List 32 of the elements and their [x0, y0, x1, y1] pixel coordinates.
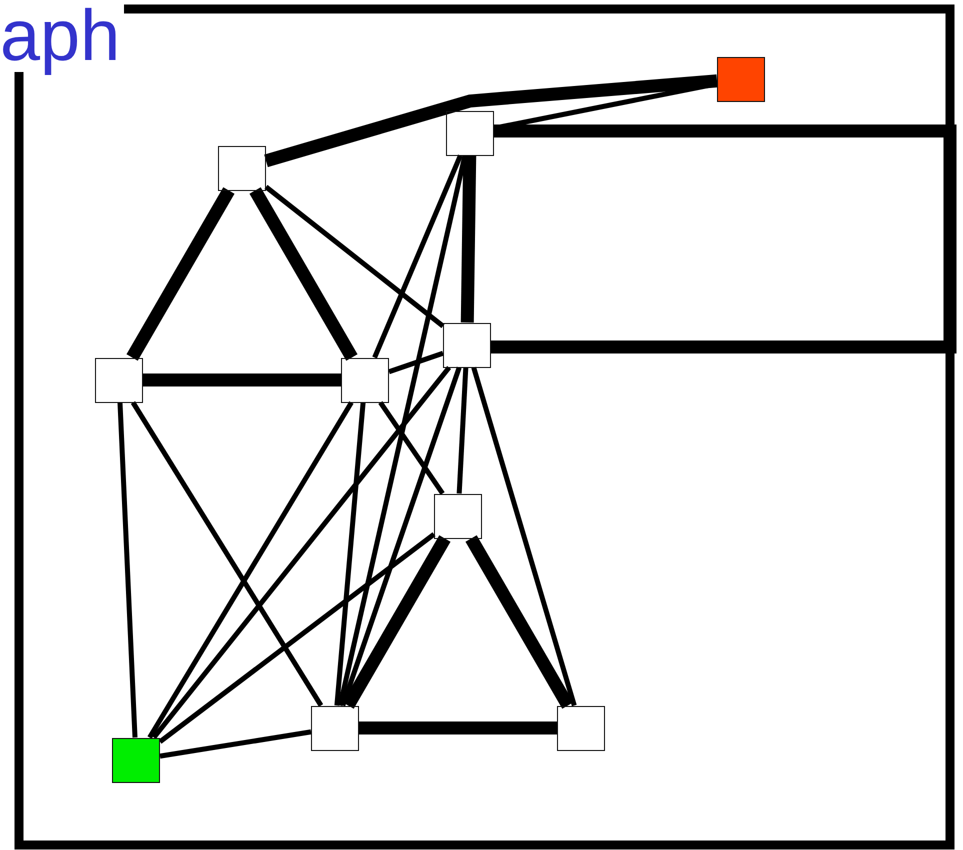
connector-line — [160, 729, 312, 759]
connector-line — [372, 154, 463, 358]
connector-line — [491, 124, 956, 354]
connector-line — [152, 366, 452, 740]
node-box — [341, 358, 389, 402]
connector-line — [378, 401, 445, 495]
connector-line — [471, 366, 577, 706]
connector-line — [158, 532, 436, 744]
connector-line — [264, 74, 718, 168]
connector-line — [130, 401, 324, 707]
node-box — [557, 706, 605, 750]
node-box — [717, 56, 765, 102]
connector-line — [147, 401, 354, 739]
connector-line — [359, 722, 557, 734]
connector-line — [249, 187, 358, 361]
node-box — [218, 146, 266, 190]
connector-line — [465, 535, 574, 709]
connector-line — [456, 367, 468, 494]
connector-line — [118, 402, 138, 738]
connector-line — [264, 184, 445, 328]
connector-line — [340, 366, 462, 706]
connector-line — [388, 350, 444, 374]
connector-line — [143, 374, 341, 386]
node-box — [311, 706, 359, 750]
node-box — [443, 322, 491, 368]
node-box — [446, 110, 494, 156]
connector-line — [460, 155, 476, 323]
connector-line — [126, 187, 235, 361]
node-box — [112, 738, 160, 782]
connector-line — [334, 402, 366, 706]
node-box — [434, 494, 482, 538]
node-box — [95, 358, 143, 402]
